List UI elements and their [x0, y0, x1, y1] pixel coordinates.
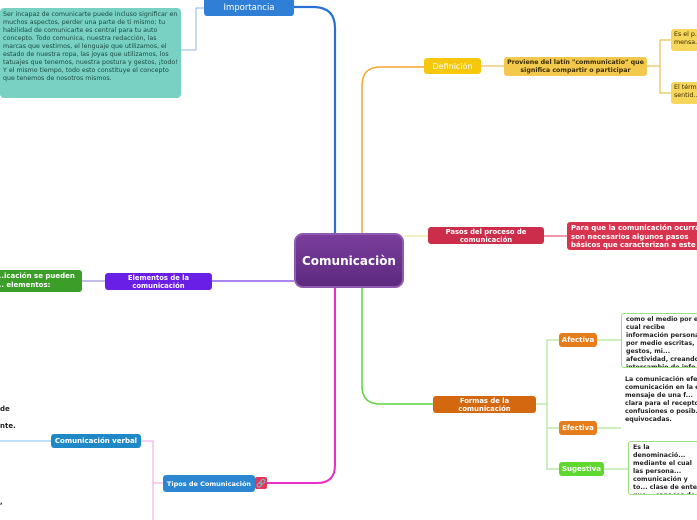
node-definicion-sub1[interactable]: Es el p... mensa...	[671, 29, 697, 51]
central-topic[interactable]: Comunicaciòn	[294, 233, 404, 288]
node-elementos[interactable]: Elementos de la comunicación	[105, 273, 212, 290]
node-importancia[interactable]: Importancia	[204, 0, 294, 16]
node-tipos[interactable]: Tipos de Comunicación	[163, 475, 255, 492]
node-pasos[interactable]: Pasos del proceso de comunicación	[428, 227, 544, 244]
fragment-text-3: ,	[0, 498, 3, 506]
node-definicion-detail[interactable]: Proviene del latín "communicatio" que si…	[504, 57, 647, 76]
node-importancia-text[interactable]: Ser incapaz de comunicarte puede incluso…	[0, 8, 181, 98]
node-efectiva-text[interactable]: La comunicación efe... comunicación en l…	[621, 375, 697, 423]
node-efectiva[interactable]: Efectiva	[559, 421, 597, 435]
fragment-text-1: de	[0, 405, 10, 413]
node-definicion[interactable]: Definición	[424, 58, 481, 74]
node-afectiva[interactable]: Afectiva	[559, 333, 597, 347]
node-formas[interactable]: Formas de la comunicación	[433, 396, 536, 413]
node-pasos-detail[interactable]: Para que la comunicación ocurra son nece…	[567, 222, 697, 250]
node-definicion-sub2[interactable]: El térm... sentid...	[671, 82, 697, 104]
link-icon[interactable]: 🔗	[255, 477, 267, 489]
node-afectiva-text[interactable]: como el medio por el cual recibe informa…	[621, 313, 697, 368]
fragment-text-2: nte.	[0, 422, 16, 430]
node-sugestiva-text[interactable]: Es la denominació... mediante el cual la…	[628, 441, 697, 495]
node-elementos-detail[interactable]: ...icación se pueden ... elementos:	[0, 270, 82, 292]
node-sugestiva[interactable]: Sugestiva	[559, 462, 604, 476]
node-comunicacion-verbal[interactable]: Comunicación verbal	[51, 434, 141, 448]
